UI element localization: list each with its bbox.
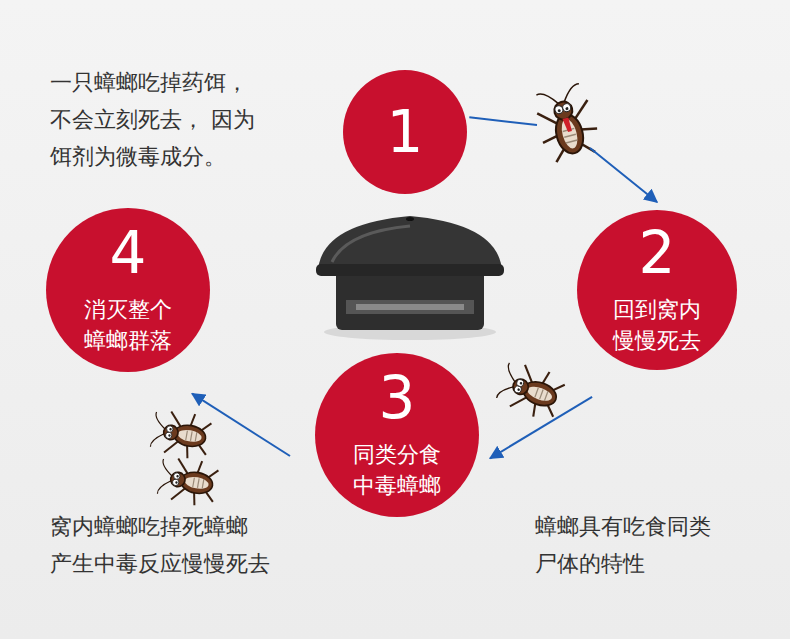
step-number: 1 [387, 103, 424, 161]
step-number: 2 [639, 224, 676, 282]
note-text: 一只蟑螂吃掉药饵， 不会立刻死去， 因为饵剂为微毒成分。 [50, 64, 272, 175]
flow-arrow [192, 394, 290, 456]
flow-arrow [490, 397, 592, 459]
step-circle: 4 消灭整个 蟑螂群落 [46, 208, 210, 372]
step-text: 消灭整个 蟑螂群落 [80, 294, 177, 356]
flow-arrow [469, 117, 657, 202]
step-circle: 3 同类分食 中毒蟑螂 [315, 353, 479, 517]
step-text: 同类分食 中毒蟑螂 [349, 439, 446, 501]
note-text: 窝内蟑螂吃掉死蟑螂 产生中毒反应慢慢死去 [50, 508, 272, 582]
step-number: 4 [110, 224, 147, 282]
step-text: 回到窝内 慢慢死去 [609, 294, 706, 356]
step-number: 3 [379, 369, 416, 427]
step-circle: 1 [343, 70, 467, 194]
note-text: 蟑螂具有吃食同类 尸体的特性 [535, 508, 724, 582]
step-circle: 2 回到窝内 慢慢死去 [577, 210, 737, 370]
